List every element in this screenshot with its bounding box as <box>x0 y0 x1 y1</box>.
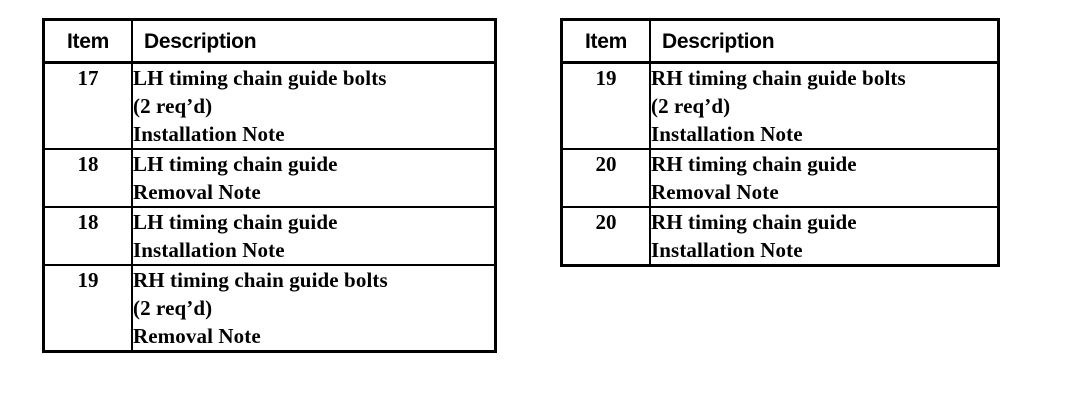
table-row: 20 RH timing chain guide Installation No… <box>560 206 1000 267</box>
description-line: LH timing chain guide <box>133 152 338 176</box>
description-line: Installation Note <box>133 238 285 262</box>
description-line: (2 req’d) <box>651 94 731 118</box>
cell-item-number: 17 <box>42 61 133 150</box>
cell-description: RH timing chain guide bolts (2 req’d) In… <box>649 61 1000 150</box>
cell-description: RH timing chain guide Removal Note <box>649 148 1000 208</box>
table-row: 19 RH timing chain guide bolts (2 req’d)… <box>42 264 497 353</box>
description-line: Removal Note <box>133 180 261 204</box>
cell-description: LH timing chain guide Installation Note <box>131 206 497 266</box>
column-header-item: Item <box>560 18 651 64</box>
description-line: Installation Note <box>651 238 803 262</box>
column-header-item: Item <box>42 18 133 64</box>
description-line: LH timing chain guide bolts <box>133 66 387 90</box>
description-line: RH timing chain guide bolts <box>651 66 906 90</box>
cell-description: RH timing chain guide bolts (2 req’d) Re… <box>131 264 497 353</box>
table-row: 20 RH timing chain guide Removal Note <box>560 148 1000 208</box>
cell-item-number: 18 <box>42 206 133 266</box>
column-header-description: Description <box>649 18 1000 64</box>
cell-description: LH timing chain guide bolts (2 req’d) In… <box>131 61 497 150</box>
cell-item-number: 20 <box>560 206 651 267</box>
cell-item-number: 19 <box>42 264 133 353</box>
right-table-header: Item Description <box>560 18 1000 64</box>
description-line: Removal Note <box>651 180 779 204</box>
description-line: Removal Note <box>133 324 261 348</box>
right-parts-table: Item Description 19 RH timing chain guid… <box>560 18 1000 267</box>
description-line: RH timing chain guide <box>651 210 857 234</box>
header-row: Item Description <box>560 18 1000 64</box>
left-parts-table: Item Description 17 LH timing chain guid… <box>42 18 497 353</box>
header-row: Item Description <box>42 18 497 64</box>
column-header-description: Description <box>131 18 497 64</box>
description-line: (2 req’d) <box>133 296 213 320</box>
table-row: 18 LH timing chain guide Removal Note <box>42 148 497 208</box>
table-row: 18 LH timing chain guide Installation No… <box>42 206 497 266</box>
cell-item-number: 19 <box>560 61 651 150</box>
description-line: Installation Note <box>133 122 285 146</box>
cell-item-number: 20 <box>560 148 651 208</box>
description-line: RH timing chain guide <box>651 152 857 176</box>
left-table-body: 17 LH timing chain guide bolts (2 req’d)… <box>42 61 497 353</box>
table-row: 17 LH timing chain guide bolts (2 req’d)… <box>42 61 497 150</box>
cell-item-number: 18 <box>42 148 133 208</box>
description-line: RH timing chain guide bolts <box>133 268 388 292</box>
cell-description: RH timing chain guide Installation Note <box>649 206 1000 267</box>
description-line: (2 req’d) <box>133 94 213 118</box>
description-line: LH timing chain guide <box>133 210 338 234</box>
left-table-header: Item Description <box>42 18 497 64</box>
table-row: 19 RH timing chain guide bolts (2 req’d)… <box>560 61 1000 150</box>
description-line: Installation Note <box>651 122 803 146</box>
cell-description: LH timing chain guide Removal Note <box>131 148 497 208</box>
right-table-body: 19 RH timing chain guide bolts (2 req’d)… <box>560 61 1000 267</box>
